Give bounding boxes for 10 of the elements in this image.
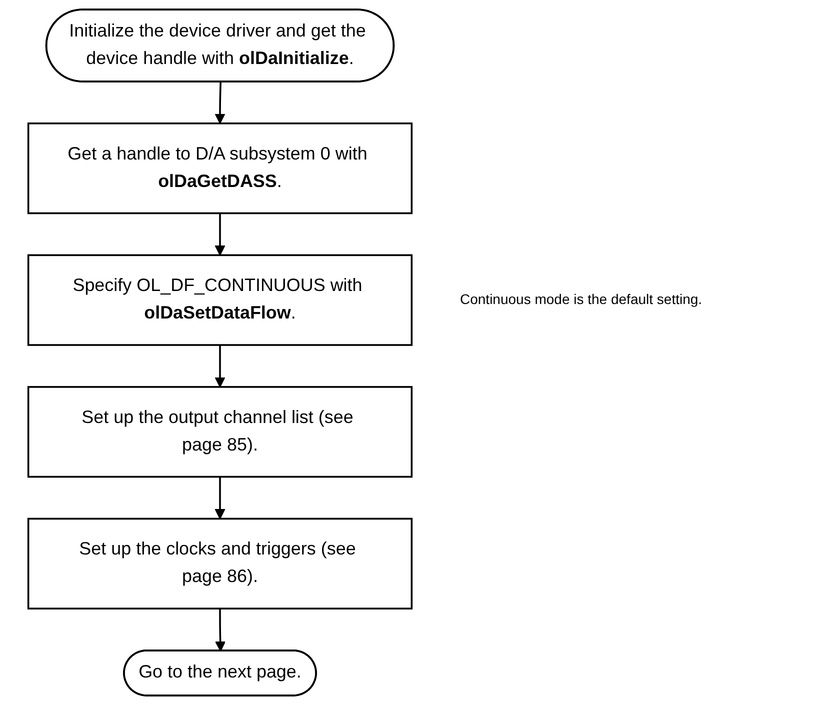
node-box: Set up the clocks and triggers (see page 86). (27, 518, 413, 610)
arrow (215, 608, 226, 652)
arrow (214, 82, 226, 124)
side-note: Continuous mode is the default setting. (460, 291, 702, 308)
arrow (214, 213, 226, 256)
arrow (214, 476, 226, 520)
node-box: Set up the output channel list (see page 85). (27, 386, 413, 478)
arrow (214, 345, 226, 388)
node-box: Get a handle to D/A subsystem 0 with olDaGetDASS. (27, 122, 413, 214)
node-box: Specify OL_DF_CONTINUOUS with olDaSetDataFlow. (27, 254, 413, 346)
